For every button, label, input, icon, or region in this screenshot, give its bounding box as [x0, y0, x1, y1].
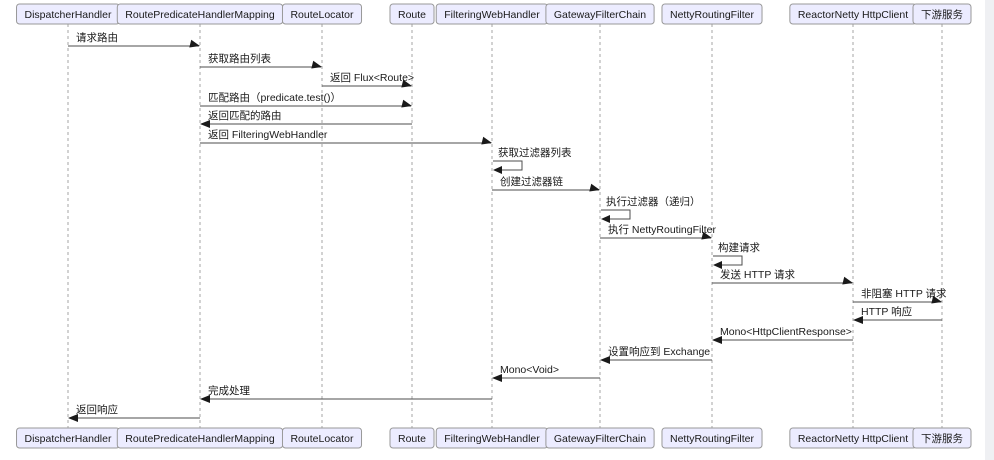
participant-label-bottom-route: Route — [398, 433, 426, 445]
message-label-2: 返回 Flux<Route> — [330, 72, 414, 84]
message-label-12: 非阻塞 HTTP 请求 — [861, 287, 947, 300]
message-label-14: Mono<HttpClientResponse> — [720, 326, 852, 338]
self-message-label-6: 获取过滤器列表 — [498, 146, 572, 159]
self-message-line-8 — [601, 209, 631, 220]
participant-label-bottom-route-predicate-handler-mapping: RoutePredicateHandlerMapping — [125, 433, 275, 445]
participant-label-top-netty-routing-filter: NettyRoutingFilter — [670, 9, 755, 21]
message-arrowhead-2 — [401, 79, 412, 88]
self-message-label-10: 构建请求 — [718, 241, 760, 254]
participant-label-bottom-netty-routing-filter: NettyRoutingFilter — [670, 433, 755, 445]
message-label-7: 创建过滤器链 — [500, 175, 563, 188]
participant-label-top-route: Route — [398, 9, 426, 21]
message-label-9: 执行 NettyRoutingFilter — [608, 223, 716, 236]
scroll-gutter — [985, 0, 994, 460]
message-arrowhead-15 — [600, 356, 610, 364]
message-arrowhead-13 — [853, 316, 863, 324]
message-arrowhead-14 — [712, 336, 722, 344]
participant-box-bottom-route-locator — [281, 427, 363, 449]
message-arrowhead-12 — [931, 295, 942, 304]
participant-box-bottom-gateway-filter-chain — [545, 427, 655, 449]
self-message-line-6 — [493, 160, 523, 171]
message-label-13: HTTP 响应 — [861, 305, 913, 318]
participant-box-top-route-locator — [281, 3, 363, 25]
message-label-5: 返回 FilteringWebHandler — [208, 129, 328, 141]
participant-label-top-dispatcher-handler: DispatcherHandler — [25, 9, 112, 21]
participant-label-bottom-gateway-filter-chain: GatewayFilterChain — [554, 433, 646, 445]
participant-label-bottom-reactor-netty-http-client: ReactorNetty HttpClient — [798, 433, 908, 445]
message-arrowhead-5 — [481, 136, 492, 145]
message-arrowhead-0 — [189, 39, 200, 48]
message-label-4: 返回匹配的路由 — [208, 109, 282, 122]
message-label-1: 获取路由列表 — [208, 52, 271, 65]
message-arrowhead-9 — [701, 231, 712, 240]
message-label-15: 设置响应到 Exchange — [608, 345, 710, 358]
participant-box-bottom-netty-routing-filter — [661, 427, 763, 449]
participant-box-top-netty-routing-filter — [661, 3, 763, 25]
message-label-11: 发送 HTTP 请求 — [720, 268, 796, 281]
participant-box-top-gateway-filter-chain — [545, 3, 655, 25]
self-message-arrowhead-8 — [601, 215, 610, 223]
message-arrowhead-11 — [842, 276, 853, 285]
self-message-line-10 — [713, 255, 743, 266]
participant-label-top-route-locator: RouteLocator — [290, 9, 354, 21]
message-label-0: 请求路由 — [76, 31, 118, 44]
participant-label-bottom-route-locator: RouteLocator — [290, 433, 354, 445]
participant-box-top-route — [389, 3, 435, 25]
message-label-3: 匹配路由（predicate.test()） — [208, 91, 341, 104]
message-label-17: 完成处理 — [208, 384, 250, 397]
participant-box-bottom-downstream-service — [912, 427, 972, 449]
message-arrowhead-18 — [68, 414, 78, 422]
participant-label-bottom-filtering-web-handler: FilteringWebHandler — [444, 433, 540, 445]
participant-box-bottom-route — [389, 427, 435, 449]
participant-label-top-reactor-netty-http-client: ReactorNetty HttpClient — [798, 9, 908, 21]
participant-label-bottom-downstream-service: 下游服务 — [921, 432, 963, 445]
message-arrowhead-7 — [589, 183, 600, 192]
participant-box-top-downstream-service — [912, 3, 972, 25]
participant-label-top-filtering-web-handler: FilteringWebHandler — [444, 9, 540, 21]
participant-label-bottom-dispatcher-handler: DispatcherHandler — [25, 433, 112, 445]
self-message-arrowhead-10 — [713, 261, 722, 269]
participant-label-top-gateway-filter-chain: GatewayFilterChain — [554, 9, 646, 21]
message-arrowhead-17 — [200, 395, 210, 403]
message-arrowhead-1 — [311, 60, 322, 69]
self-message-arrowhead-6 — [493, 166, 502, 174]
message-arrowhead-16 — [492, 374, 502, 382]
self-message-label-8: 执行过滤器（递归） — [606, 195, 701, 208]
message-label-16: Mono<Void> — [500, 364, 559, 376]
message-arrowhead-4 — [200, 120, 210, 128]
participant-label-top-downstream-service: 下游服务 — [921, 8, 963, 21]
message-arrowhead-3 — [401, 99, 412, 108]
message-label-18: 返回响应 — [76, 403, 118, 416]
participant-label-top-route-predicate-handler-mapping: RoutePredicateHandlerMapping — [125, 9, 275, 21]
